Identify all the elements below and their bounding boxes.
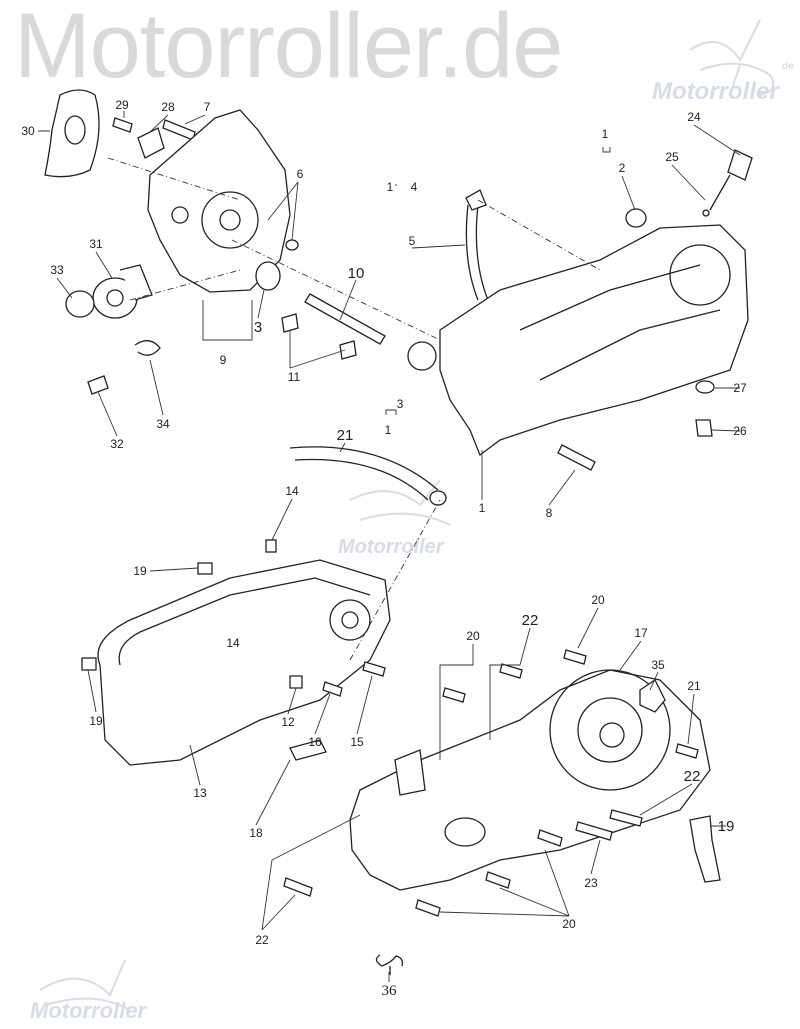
label-32: 32	[110, 437, 124, 451]
label-1-top: 1	[602, 127, 609, 141]
label-25: 25	[665, 150, 679, 164]
part-19-handle	[689, 815, 721, 883]
label-17: 17	[634, 626, 648, 640]
label-1-group: 1	[387, 180, 394, 194]
label-30: 30	[21, 124, 35, 138]
label-33: 33	[50, 263, 64, 277]
label-29: 29	[115, 98, 129, 112]
label-22: 22	[522, 612, 539, 629]
label-24: 24	[687, 110, 701, 124]
label-16: 16	[308, 735, 322, 749]
part-13-gasket	[97, 559, 391, 766]
label-9: 9	[220, 353, 227, 367]
label-15: 15	[350, 735, 364, 749]
label-14: 14	[285, 484, 299, 498]
part-16-bolt	[322, 681, 343, 697]
part-30-plate	[44, 89, 100, 178]
part-33-cap	[65, 290, 95, 318]
label-21-b: 21	[687, 679, 701, 693]
logo-sup: de	[782, 61, 794, 72]
logo-text-mid: Motorroller	[338, 536, 444, 558]
label-21: 21	[337, 427, 354, 444]
label-22-c: 22	[255, 933, 269, 947]
part-17-cover	[349, 669, 711, 891]
part-29-bolt	[112, 117, 133, 133]
part-21-hose	[289, 446, 439, 501]
label-11: 11	[288, 370, 301, 384]
label-36: 36	[382, 983, 398, 999]
label-10: 10	[348, 265, 365, 282]
part-15-bolt	[362, 661, 386, 677]
label-20: 20	[466, 629, 480, 643]
label-20-b: 20	[591, 593, 605, 607]
part-7-bolt	[162, 119, 196, 141]
label-31: 31	[89, 237, 103, 251]
part-24-sensor	[727, 149, 753, 181]
label-18: 18	[249, 826, 263, 840]
part-10-shaft	[304, 293, 386, 345]
part-32-screw	[87, 375, 109, 395]
label-2: 2	[619, 161, 626, 175]
part-8-bolt	[557, 444, 596, 471]
label-3-lower: 3	[397, 397, 404, 411]
logo-text-bottom: Motorroller	[30, 998, 147, 1023]
part-2-bush	[625, 208, 647, 228]
label-19: 19	[133, 564, 147, 578]
part-5-hose	[465, 204, 489, 301]
part-27-washer	[695, 380, 715, 394]
label-1-case: 1	[479, 501, 486, 515]
label-22-b: 22	[684, 768, 701, 785]
label-23: 23	[584, 876, 598, 890]
label-28: 28	[161, 100, 175, 114]
part-28-bracket	[137, 127, 165, 159]
label-19-b: 19	[89, 714, 103, 728]
label-6: 6	[297, 167, 304, 181]
label-13: 13	[193, 786, 207, 800]
part-6-pin	[285, 239, 299, 251]
label-7: 7	[204, 100, 211, 114]
label-5: 5	[409, 234, 416, 248]
label-1-lower: 1	[385, 423, 392, 437]
part-36-clip	[375, 954, 404, 975]
label-35: 35	[651, 658, 665, 672]
part-3-bearing	[255, 261, 281, 291]
label-26: 26	[733, 424, 747, 438]
part-26-plug	[695, 419, 713, 437]
part-left-crankcase	[147, 109, 291, 293]
part-18-pin	[289, 739, 327, 761]
label-8: 8	[546, 506, 553, 520]
part-3-bearing-lower	[407, 341, 437, 371]
part-34-clip	[134, 340, 161, 356]
label-4: 4	[411, 180, 418, 194]
label-12: 12	[281, 715, 295, 729]
part-35-bracket	[639, 679, 666, 713]
label-19-c: 19	[718, 818, 735, 835]
label-20-c: 20	[562, 917, 576, 931]
watermark-text: Motorroller.de	[14, 0, 563, 97]
logo-text: Motorroller	[652, 78, 779, 105]
part-4-elbow	[465, 189, 487, 211]
label-34: 34	[156, 417, 170, 431]
label-3: 3	[254, 319, 262, 336]
label-27: 27	[733, 381, 747, 395]
label-14-b: 14	[226, 636, 240, 650]
